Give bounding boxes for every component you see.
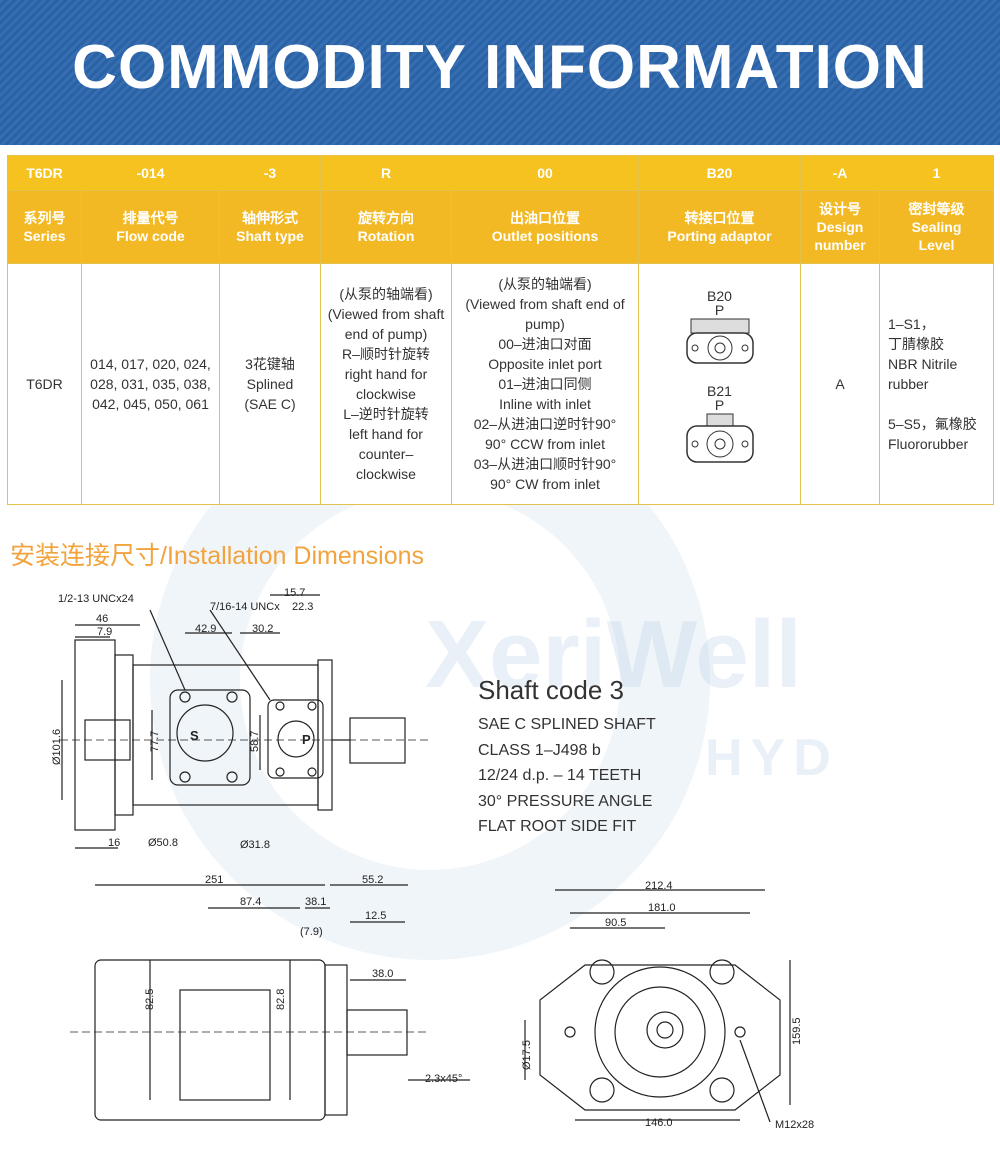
header-banner: COMMODITY INFORMATION xyxy=(0,0,1000,145)
dim-7-9: 7.9 xyxy=(97,626,112,638)
port-s-label: S xyxy=(190,728,199,743)
dim-16: 16 xyxy=(108,837,120,849)
dim-12-5: 12.5 xyxy=(365,910,386,922)
dim-2-3: 2.3x45° xyxy=(425,1073,462,1085)
port-label-b20: B20 xyxy=(707,288,732,304)
header-en: Outlet positions xyxy=(491,228,599,244)
header-cn: 设计号 xyxy=(819,201,861,217)
dim-15-7: 15.7 xyxy=(284,587,305,599)
dim-unc-1: 1/2-13 UNCx24 xyxy=(58,593,134,605)
code-cell: 1 xyxy=(879,155,994,191)
dim-m12: M12x28 xyxy=(775,1119,814,1131)
dim-42-9: 42.9 xyxy=(195,623,216,635)
code-cell: 00 xyxy=(451,155,639,191)
b20-port-diagram xyxy=(685,318,754,364)
header-cell: 转接口位置 Porting adaptor xyxy=(638,190,801,264)
header-cn: 出油口位置 xyxy=(510,210,580,226)
dim-30-2: 30.2 xyxy=(252,623,273,635)
port-p-label: P xyxy=(714,397,725,413)
header-cn: 旋转方向 xyxy=(358,210,414,226)
b21-port-diagram xyxy=(685,413,754,463)
header-en: Level xyxy=(918,237,955,253)
dim-251: 251 xyxy=(205,874,223,886)
header-en: number xyxy=(814,237,866,253)
header-en: Shaft type xyxy=(236,228,304,244)
dim-50-8: Ø50.8 xyxy=(148,837,178,849)
dim-82-5: 82.5 xyxy=(144,989,156,1010)
dim-38-1: 38.1 xyxy=(305,896,326,908)
dim-101-6: Ø101.6 xyxy=(51,729,63,765)
port-p-drawing-label: P xyxy=(302,732,311,747)
port-p-label: P xyxy=(714,302,725,318)
port-label-b21: B21 xyxy=(707,383,732,399)
header-cn: 转接口位置 xyxy=(684,210,755,226)
header-cell: 出油口位置 Outlet positions xyxy=(451,190,639,264)
shaft-spec-line: FLAT ROOT SIDE FIT xyxy=(478,818,637,835)
shaft-spec-line: 30° PRESSURE ANGLE xyxy=(478,792,653,810)
header-cell: 系列号 Series xyxy=(7,190,82,264)
header-cell: 排量代号 Flow code xyxy=(81,190,220,264)
header-row: 系列号 Series 排量代号 Flow code 轴伸形式 Shaft type 旋… xyxy=(7,190,994,264)
front-view-drawing xyxy=(60,594,430,849)
dim-181: 181.0 xyxy=(648,902,676,914)
dim-38-0: 38.0 xyxy=(372,968,393,980)
value-row: T6DR 014, 017, 020, 024,028, 031, 035, 0… xyxy=(7,263,994,505)
header-cn: 密封等级 xyxy=(908,201,965,217)
dim-212-4: 212.4 xyxy=(645,880,673,892)
shaft-spec-line: 12/24 d.p. – 14 TEETH xyxy=(478,767,642,784)
header-cell: 设计号 Design number xyxy=(800,190,880,264)
dim-unc-2: 7/16-14 UNCx xyxy=(210,601,280,613)
header-cn: 系列号 xyxy=(23,210,66,226)
dim-82-8: 82.8 xyxy=(275,989,287,1010)
header-cell: 旋转方向 Rotation xyxy=(320,190,452,264)
shaft-spec-line: CLASS 1–J498 b xyxy=(478,741,601,759)
side-view-drawing xyxy=(70,884,470,1121)
dim-58-7: 58.7 xyxy=(249,731,261,752)
code-cell: -3 xyxy=(219,155,321,191)
series-cell: T6DR xyxy=(7,263,82,505)
header-en: Porting adaptor xyxy=(667,228,772,244)
dim-159-5: 159.5 xyxy=(791,1017,803,1045)
dim-22-3: 22.3 xyxy=(292,601,313,613)
header-en: Design xyxy=(816,219,864,235)
dim-31-8: Ø31.8 xyxy=(240,839,270,851)
shaft-code-title: Shaft code 3 xyxy=(478,675,624,705)
watermark-brand: XeriWell xyxy=(425,601,803,708)
header-en: Rotation xyxy=(357,228,415,244)
design-cell: A xyxy=(800,263,880,505)
header-cn: 轴伸形式 xyxy=(242,210,298,226)
header-cell: 轴伸形式 Shaft type xyxy=(219,190,321,264)
code-cell: -014 xyxy=(81,155,220,191)
dim-17-5: Ø17.5 xyxy=(521,1040,533,1070)
dim-46: 46 xyxy=(96,613,108,625)
shaft-spec-list: SAE C SPLINED SHAFT CLASS 1–J498 b 12/24… xyxy=(478,712,656,840)
banner-title: COMMODITY INFORMATION xyxy=(72,33,928,102)
header-cn: 排量代号 xyxy=(122,210,179,226)
dim-90-5: 90.5 xyxy=(605,917,626,929)
dim-146: 146.0 xyxy=(645,1117,673,1129)
porting-cell: B20 P B21 P xyxy=(638,263,801,505)
watermark-sub: HYD xyxy=(705,729,839,787)
shaft-spec-line: SAE C SPLINED SHAFT xyxy=(478,716,656,733)
end-view-drawing xyxy=(524,889,791,1123)
code-cell: R xyxy=(320,155,452,191)
dim-55-2: 55.2 xyxy=(362,874,383,886)
header-en: Sealing xyxy=(911,219,962,235)
header-en: Series xyxy=(23,228,66,244)
dim-77-7: 77.7 xyxy=(149,731,161,752)
dim-87-4: 87.4 xyxy=(240,896,261,908)
dim-7-9-b: (7.9) xyxy=(300,926,323,938)
header-en: Flow code xyxy=(116,228,185,244)
installation-title: 安装连接尺寸/Installation Dimensions xyxy=(10,542,425,570)
